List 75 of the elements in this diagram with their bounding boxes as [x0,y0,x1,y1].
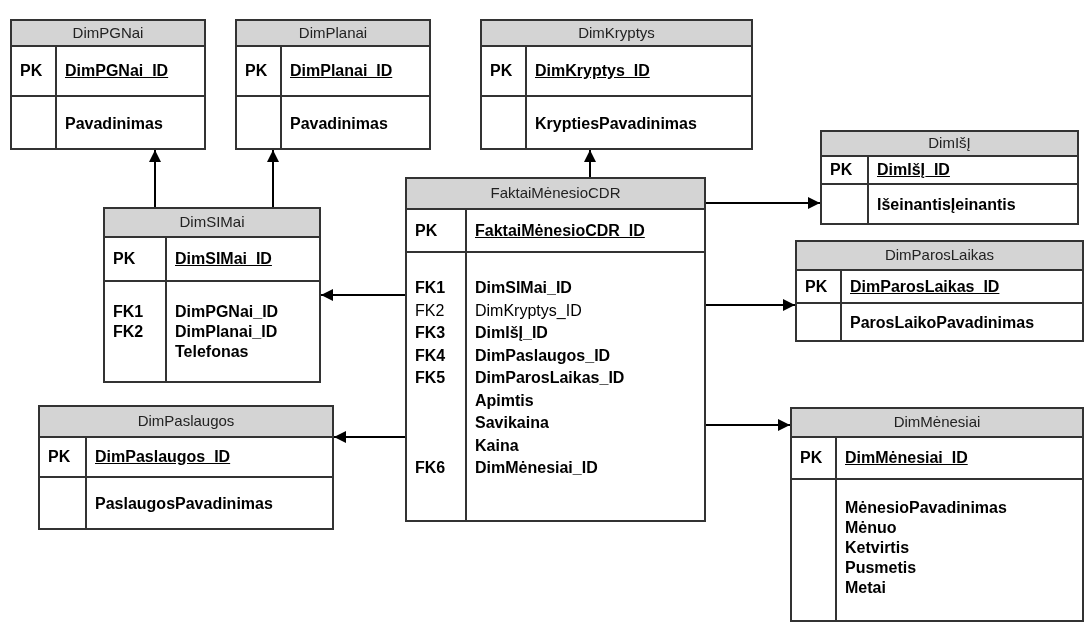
field-name: DimMėnesiai_ID [475,458,599,478]
key-label: PK [245,61,269,81]
key-label: FK6 [415,458,447,478]
key-label: FK5 [415,368,447,388]
key-label: PK [830,160,854,180]
field-name: Pavadinimas [290,113,388,134]
field-name: DimPGNai_ID [175,302,279,322]
table-title: DimPaslaugos [137,411,235,432]
field-name: DimIšĮ_ID [475,323,549,343]
field-name: Pusmetis [845,558,918,578]
primary-key-field: DimPlanai_ID [290,61,393,81]
field-name: Ketvirtis [845,538,911,558]
entity-table [795,240,1084,342]
primary-key-field: DimSIMai_ID [175,249,272,269]
key-label: FK1 [113,302,145,322]
entity-table [38,405,334,530]
primary-key-field: DimIšĮ_ID [877,160,950,180]
key-label: FK2 [113,322,145,342]
primary-key-field: DimMėnesiai_ID [845,448,968,468]
field-name: IšeinantisĮeinantis [877,195,1016,215]
field-name: Savikaina [475,413,550,433]
key-label: PK [800,448,824,468]
relationship-arrow [320,289,406,301]
primary-key-field: DimPGNai_ID [65,61,169,81]
key-label: PK [805,276,829,297]
key-label: FK2 [415,300,446,321]
key-label: PK [113,249,137,269]
entity-table [103,207,321,383]
primary-key-field: FaktaiMėnesioCDR_ID [475,220,645,241]
entity-table [790,407,1084,622]
field-name: DimSIMai_ID [475,278,573,298]
relationship-arrow [333,431,406,443]
entity-table [235,19,431,150]
key-label: PK [48,447,72,467]
relationship-arrow [705,299,796,311]
table-title: DimSIMai [179,212,245,233]
table-title: FaktaiMėnesioCDR [490,183,621,204]
field-name: Metai [845,578,887,598]
field-name: DimKryptys_ID [475,300,583,321]
table-title: DimIšĮ [928,133,971,154]
field-name: DimParosLaikas_ID [475,368,625,388]
primary-key-field: DimPaslaugos_ID [95,447,231,467]
entity-table [480,19,753,150]
relationship-arrow [149,149,161,208]
field-name: Mėnuo [845,518,898,538]
key-label: FK3 [415,323,447,343]
relationship-arrow [705,419,791,431]
relationship-arrow [705,197,821,209]
entity-table [820,130,1079,225]
field-name: MėnesioPavadinimas [845,498,1007,518]
field-name: KryptiesPavadinimas [535,113,697,134]
key-label: FK1 [415,278,447,298]
key-label: FK4 [415,345,447,366]
field-name: Apimtis [475,390,535,411]
field-name: ParosLaikoPavadinimas [850,313,1035,333]
table-title: DimPGNai [72,22,144,43]
field-name: Pavadinimas [65,113,163,134]
table-title: DimPlanai [298,22,368,43]
field-name: Telefonas [175,342,250,362]
primary-key-field: DimKryptys_ID [535,61,650,81]
key-label: PK [490,61,514,81]
relationship-arrow [584,149,596,178]
field-name: PaslaugosPavadinimas [95,494,273,514]
relationship-arrow [267,149,279,208]
table-title: DimParosLaikas [884,245,995,266]
entity-table [10,19,206,150]
field-name: Kaina [475,435,520,456]
table-title: DimKryptys [578,22,655,43]
entity-table [405,177,706,522]
primary-key-field: DimParosLaikas_ID [850,276,1000,297]
field-name: DimPaslaugos_ID [475,345,612,366]
table-title: DimMėnesiai [893,412,981,433]
field-name: DimPlanai_ID [175,322,279,342]
key-label: PK [415,220,439,241]
key-label: PK [20,61,44,81]
